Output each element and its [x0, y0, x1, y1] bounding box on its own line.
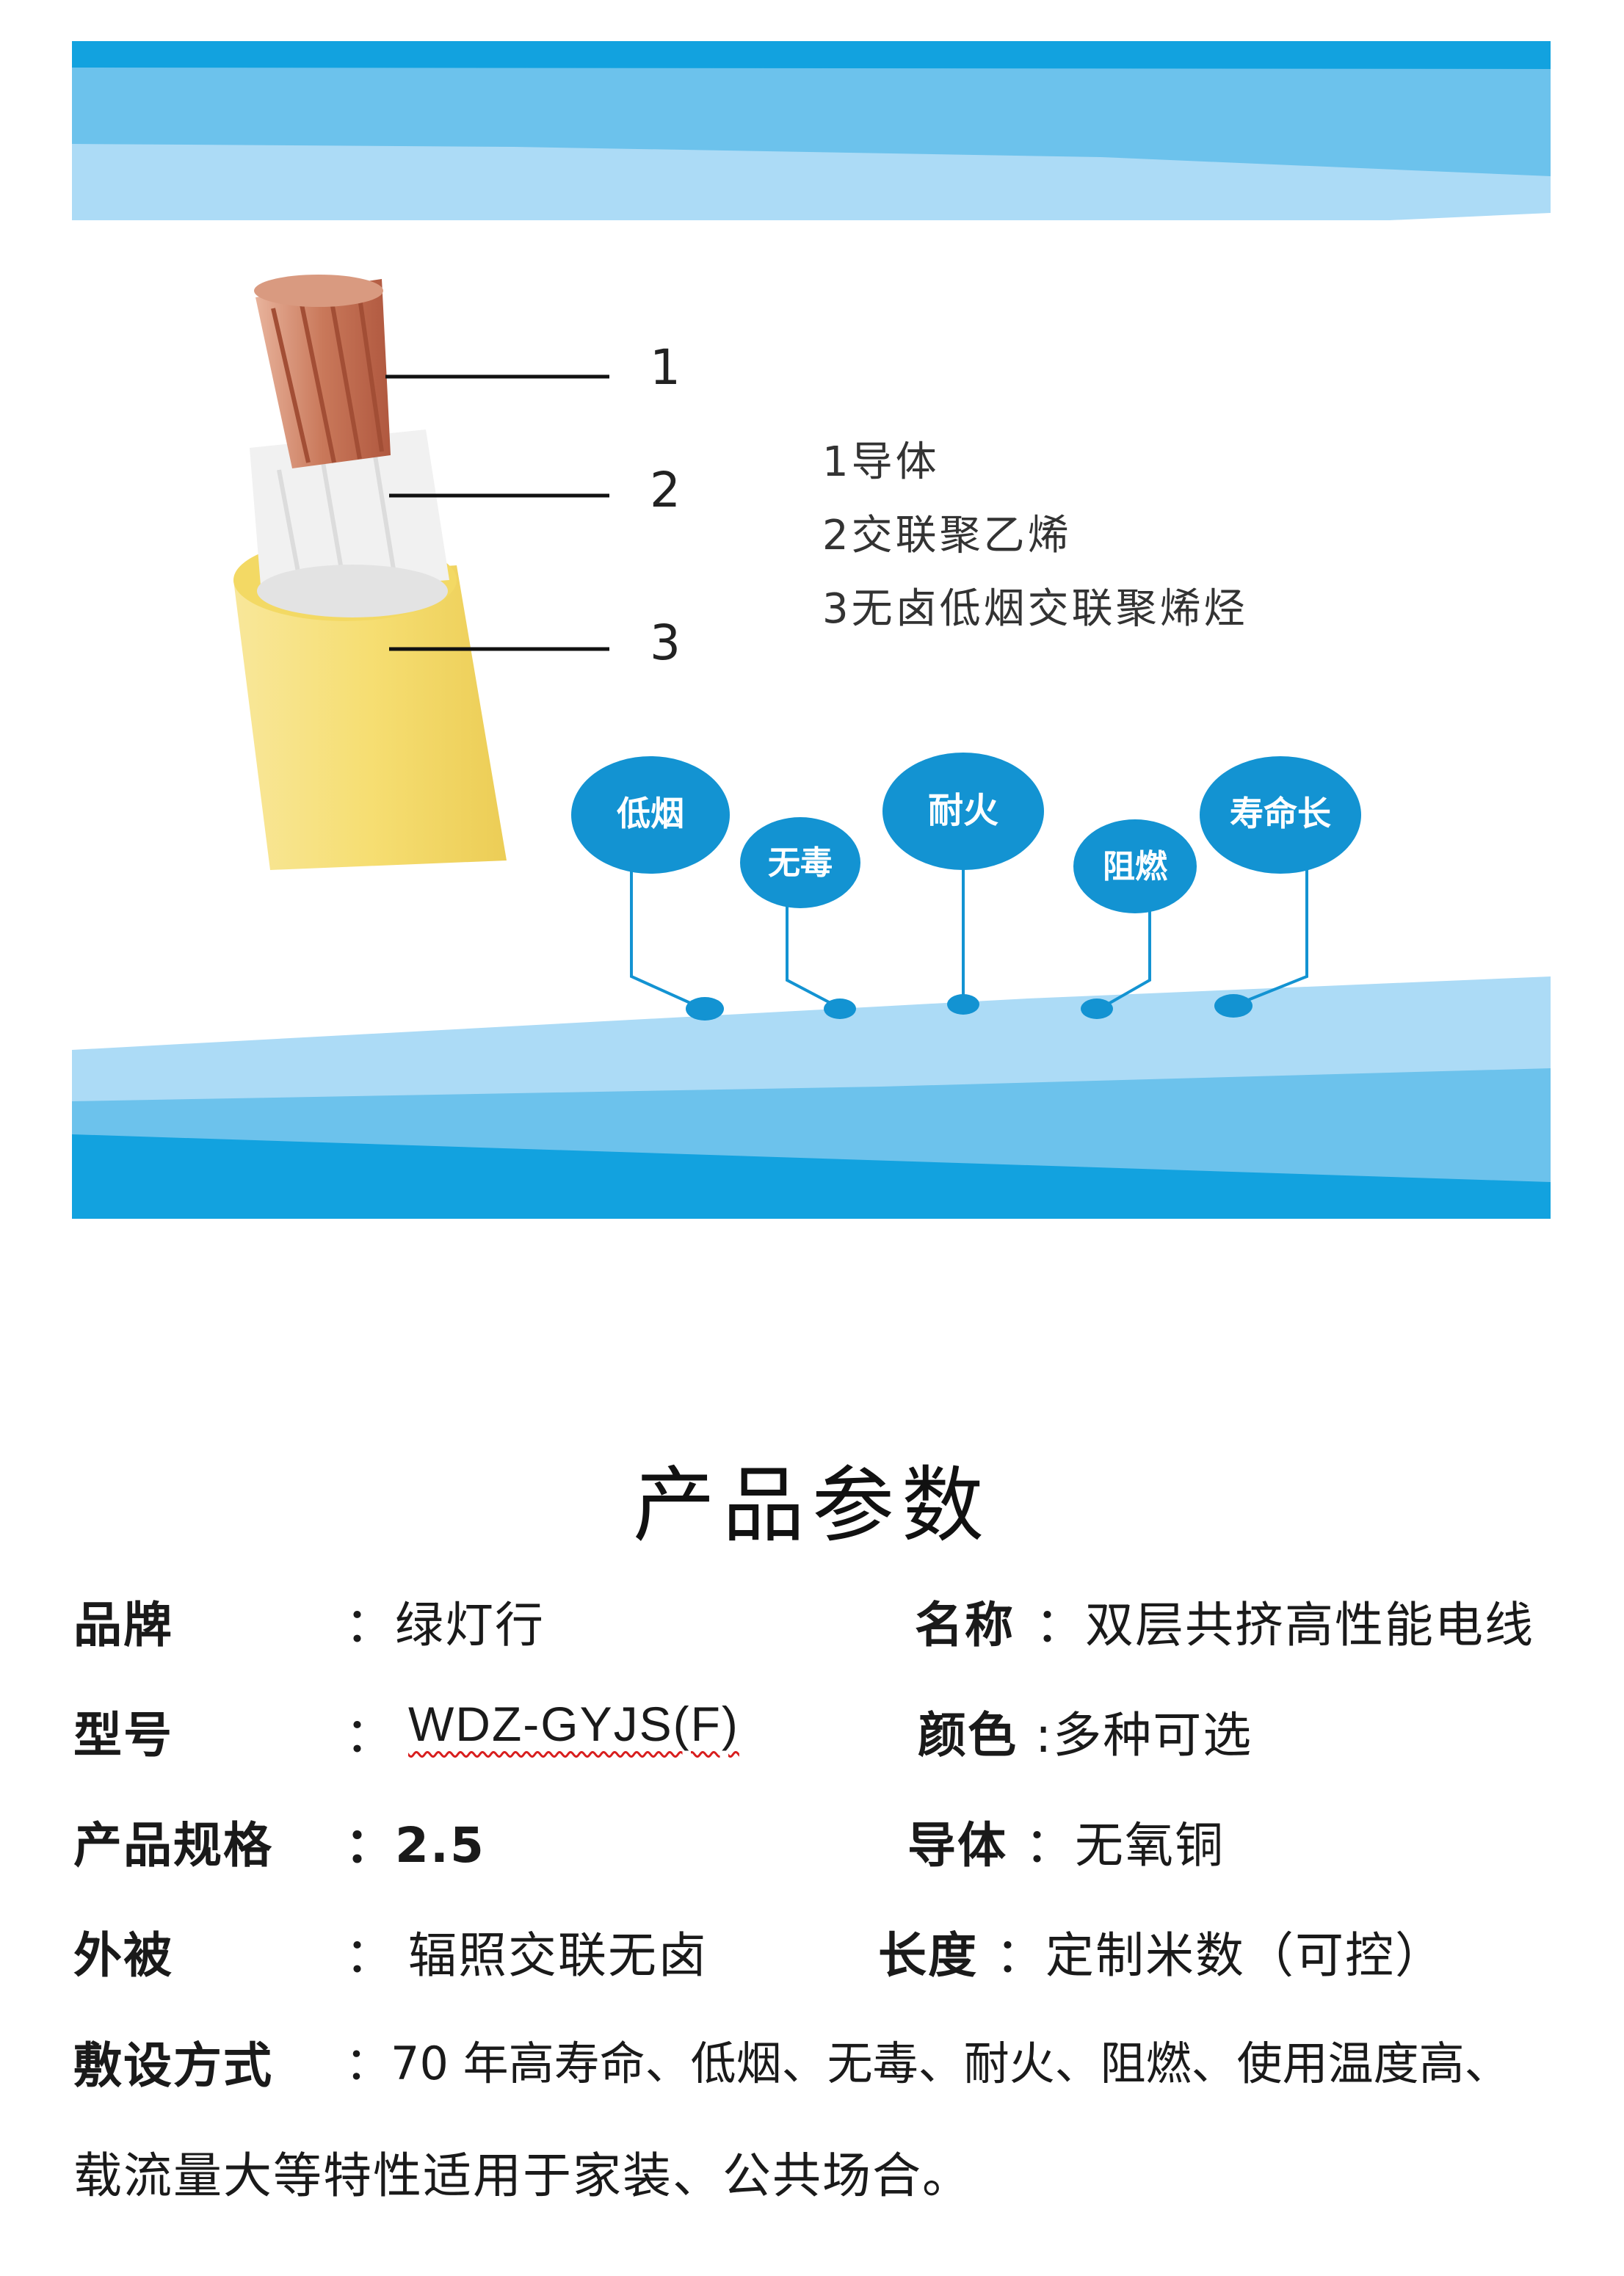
length-value: ：定制米数（可控）: [996, 1927, 1445, 1984]
sheath-colon: ：: [345, 1927, 395, 1984]
model-label: 型号: [73, 1707, 173, 1764]
brand-value: ：绿灯行: [345, 1597, 545, 1653]
conductor-label: 导体: [907, 1817, 1007, 1874]
feature-dots: [686, 994, 1253, 1021]
spec-value: ：2.5: [345, 1817, 485, 1874]
feature-flame-retardant: 阻燃: [1073, 819, 1197, 913]
feature-long-life: 寿命长: [1200, 756, 1361, 874]
sheath-value: 辐照交联无卤: [408, 1927, 708, 1984]
sheath-label: 外被: [73, 1927, 173, 1984]
conductor-value: ：无氧铜: [1025, 1817, 1225, 1874]
legend-conductor: 1导体: [822, 438, 940, 486]
top-banner: [72, 41, 1551, 257]
feature-label-non-toxic: 无毒: [768, 844, 833, 882]
layer-number-1: 1: [650, 339, 681, 396]
feature-label-flame-retardant: 阻燃: [1103, 848, 1168, 885]
length-label: 长度: [878, 1927, 978, 1984]
color-value: :多种可选: [1035, 1707, 1253, 1764]
leader-lines: [385, 374, 609, 651]
cable-illustration: [233, 275, 507, 870]
name-label: 名称: [915, 1597, 1015, 1653]
laying-value: ：70 年高寿命、低烟、无毒、耐火、阻燃、使用温度高、: [345, 2037, 1510, 2090]
spec-label: 产品规格: [73, 1817, 273, 1874]
laying-value-continued: 载流量大等特性适用于家装、公共场合。: [73, 2148, 972, 2204]
legend-insulation: 2交联聚乙烯: [822, 512, 1072, 559]
params-title: 产品参数: [633, 1458, 991, 1554]
model-value: WDZ-GYJS(F): [408, 1697, 739, 1751]
laying-label: 敷设方式: [73, 2037, 273, 2094]
cable-structure-diagram: 1 2 3 1导体 2交联聚乙烯 3无卤低烟交联聚烯烃 低烟 无毒 耐火 阻燃 …: [72, 41, 1551, 1219]
feature-label-fire-resistant: 耐火: [928, 790, 998, 831]
feature-label-long-life: 寿命长: [1230, 794, 1331, 833]
brand-label: 品牌: [73, 1597, 173, 1653]
legend-sheath: 3无卤低烟交联聚烯烃: [822, 585, 1248, 633]
layer-number-2: 2: [650, 462, 681, 518]
color-label: 颜色: [918, 1707, 1018, 1764]
feature-non-toxic: 无毒: [740, 817, 860, 908]
model-colon: ：: [345, 1707, 395, 1764]
feature-low-smoke: 低烟: [571, 756, 730, 874]
feature-connectors: [630, 852, 1308, 1011]
bottom-banner: [72, 976, 1551, 1219]
name-value: ：双层共挤高性能电线: [1035, 1597, 1534, 1653]
feature-label-low-smoke: 低烟: [617, 794, 684, 833]
layer-number-3: 3: [650, 615, 681, 671]
feature-fire-resistant: 耐火: [882, 753, 1044, 870]
